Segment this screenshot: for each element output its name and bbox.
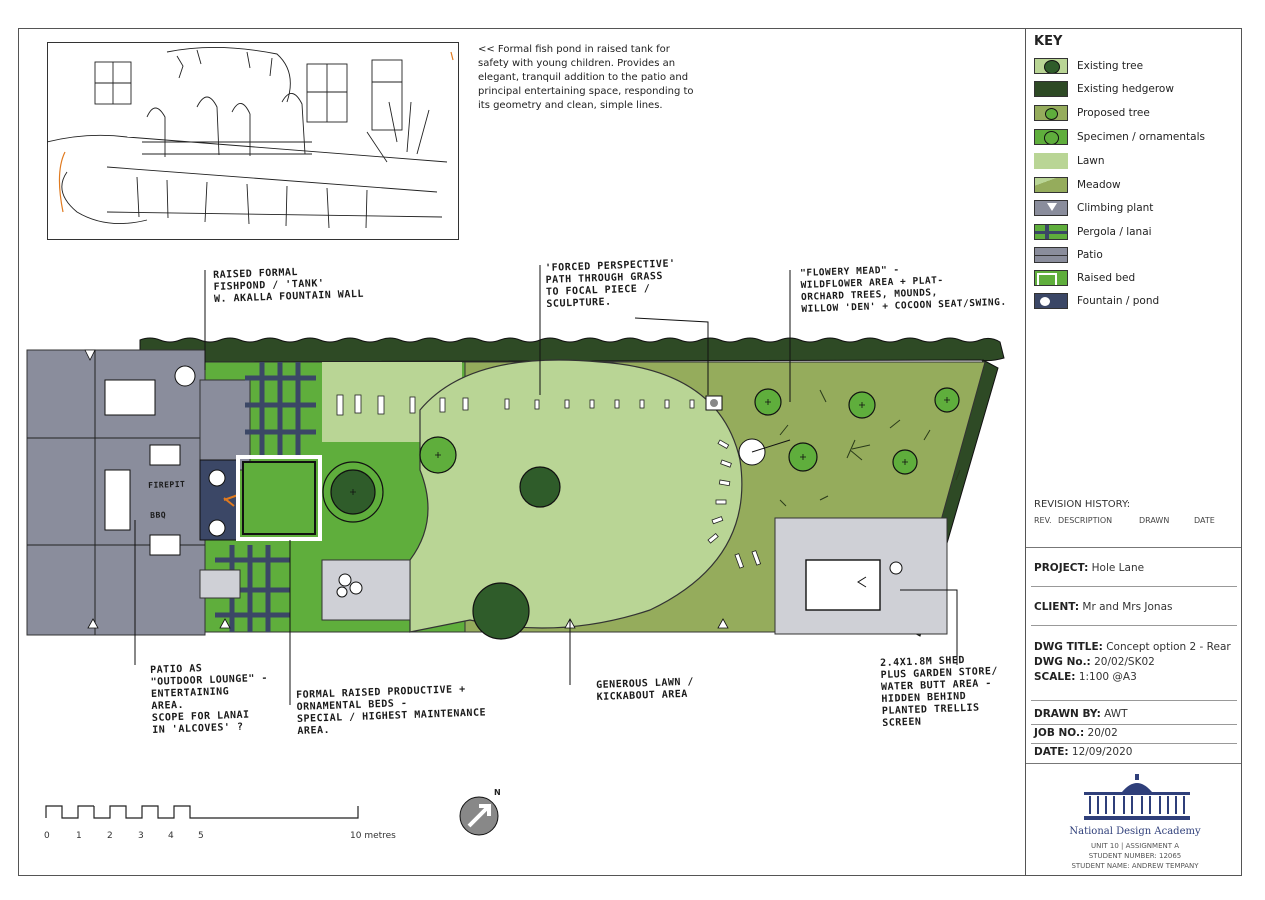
revision-history-title: REVISION HISTORY:: [1034, 499, 1131, 510]
annotation-shed: 2.4X1.8M SHED PLUS GARDEN STORE/ WATER B…: [880, 655, 999, 729]
annotation-raised-pond: RAISED FORMAL FISHPOND / 'TANK' W. AKALL…: [213, 267, 365, 305]
key-title: KEY: [1034, 34, 1063, 49]
key-item-raised-bed: Raised bed: [1034, 269, 1135, 287]
rev-col-description: DESCRIPTION: [1058, 516, 1113, 525]
key-item-patio: Patio: [1034, 246, 1103, 264]
annotation-lawn: GENEROUS LAWN / KICKABOUT AREA: [596, 676, 695, 703]
tb-divider: [1031, 724, 1237, 725]
stepping-stones: [336, 394, 695, 416]
shed: [805, 559, 881, 611]
raised-bed: [242, 461, 316, 535]
annotation-patio: PATIO AS "OUTDOOR LOUNGE" - ENTERTAINING…: [150, 663, 269, 736]
rev-col-date: DATE: [1194, 516, 1215, 525]
key-item-pergola: Pergola / lanai: [1034, 223, 1152, 241]
fountain-icon: [1034, 293, 1068, 309]
pergola-icon: [1034, 224, 1068, 240]
job-no-field: JOB NO.: 20/02: [1034, 727, 1118, 739]
student-number-line: STUDENT NUMBER: 12065: [1088, 852, 1182, 860]
scale-label-2: 2: [107, 831, 113, 841]
key-item-existing-tree: Existing tree: [1034, 57, 1143, 75]
tb-divider: [1031, 625, 1237, 626]
drawing-sheet-border: [18, 28, 1242, 876]
scale-label-5: 5: [198, 831, 204, 841]
academy-logo-icon: [1084, 774, 1190, 820]
tb-divider: [1031, 743, 1237, 744]
student-name-line: STUDENT NAME: ANDREW TEMPANY: [1071, 862, 1199, 870]
tb-divider: [1026, 763, 1241, 764]
perspective-sketch: [47, 42, 459, 240]
scale-field: SCALE: 1:100 @A3: [1034, 671, 1137, 683]
tb-divider: [1026, 547, 1241, 548]
meadow-grass-marks: [779, 389, 961, 507]
scale-label-4: 4: [168, 831, 174, 841]
date-field: DATE: 12/09/2020: [1034, 746, 1133, 758]
key-item-proposed-tree: Proposed tree: [1034, 104, 1150, 122]
drawn-by-field: DRAWN BY: AWT: [1034, 708, 1128, 720]
title-block: [1025, 28, 1242, 876]
north-label: N: [494, 788, 501, 797]
tb-divider: [1031, 586, 1237, 587]
unit-line: UNIT 10 | ASSIGNMENT A: [1090, 842, 1180, 850]
patio-table: [104, 379, 156, 416]
tb-divider: [1031, 700, 1237, 701]
key-item-meadow: Meadow: [1034, 176, 1121, 194]
patio-icon: [1034, 247, 1068, 263]
key-item-fountain: Fountain / pond: [1034, 292, 1159, 310]
rev-col-rev: REV.: [1034, 516, 1052, 525]
key-item-specimen: Specimen / ornamentals: [1034, 128, 1205, 146]
raised-bed-icon: [1034, 270, 1068, 286]
client-field: CLIENT: Mr and Mrs Jonas: [1034, 601, 1173, 613]
lawn-icon: [1034, 153, 1068, 169]
scale-label-0: 0: [44, 831, 50, 841]
garden-plan: [26, 265, 1005, 705]
meadow-icon: [1034, 177, 1068, 193]
dwg-title-field: DWG TITLE: Concept option 2 - Rear: [1034, 641, 1231, 653]
hedgerow-top: [139, 337, 1005, 363]
rev-col-drawn: DRAWN: [1139, 516, 1170, 525]
climbing-plant-icon: [1034, 200, 1068, 216]
annotation-flowery-mead: "FLOWERY MEAD" - WILDFLOWER AREA + PLAT-…: [800, 264, 1007, 315]
academy-name: National Design Academy: [1069, 826, 1201, 837]
hedgerow-icon: [1034, 81, 1068, 97]
annotation-forced-perspective: 'FORCED PERSPECTIVE' PATH THROUGH GRASS …: [545, 258, 676, 310]
annotation-bbq: BBQ: [150, 510, 167, 520]
key-item-climbing-plant: Climbing plant: [1034, 199, 1153, 217]
specimen-icon: [1034, 129, 1068, 145]
existing-tree-icon: [1034, 58, 1068, 74]
proposed-tree-icon: [1034, 105, 1068, 121]
scale-label-end: 10 metres: [350, 831, 396, 841]
scale-label-1: 1: [76, 831, 82, 841]
key-item-lawn: Lawn: [1034, 152, 1105, 170]
key-item-existing-hedgerow: Existing hedgerow: [1034, 80, 1174, 98]
sketch-note: << Formal fish pond in raised tank for s…: [478, 44, 694, 111]
project-field: PROJECT: Hole Lane: [1034, 562, 1145, 574]
meadow-path-stones: [707, 439, 762, 569]
scale-label-3: 3: [138, 831, 144, 841]
dwg-no-field: DWG No.: 20/02/SK02: [1034, 656, 1155, 668]
annotation-firepit: FIREPIT: [148, 479, 186, 490]
annotation-formal-beds: FORMAL RAISED PRODUCTIVE + ORNAMENTAL BE…: [296, 684, 487, 737]
scale-bar: [45, 805, 359, 819]
north-arrow-icon: [459, 796, 499, 836]
